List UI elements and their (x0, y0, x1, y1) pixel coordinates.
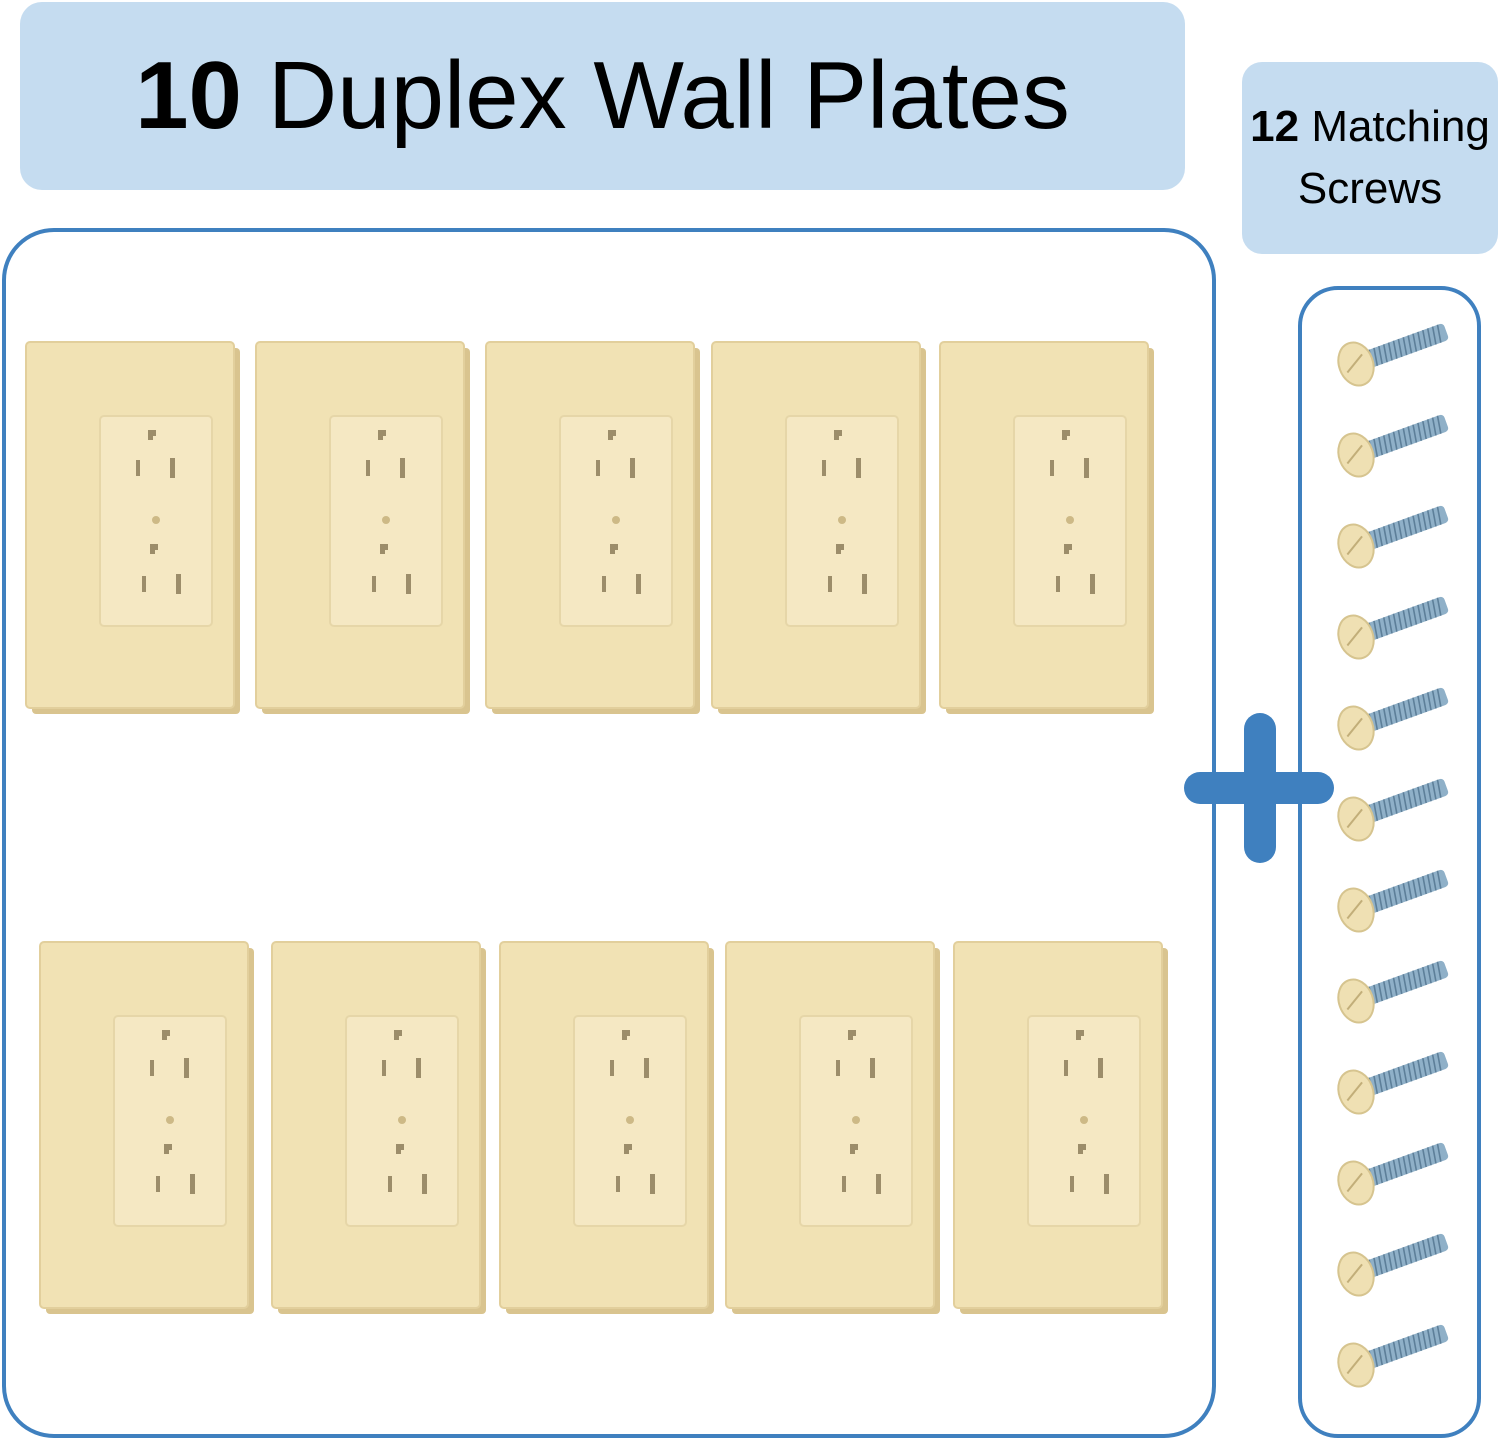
screw-icon (1337, 1142, 1449, 1206)
duplex-wall-plate-icon (25, 341, 240, 714)
title-banner: 10 Duplex Wall Plates (20, 2, 1185, 190)
screw-icon (1337, 778, 1449, 842)
duplex-wall-plate-icon (255, 341, 470, 714)
duplex-wall-plate-icon (485, 341, 700, 714)
duplex-wall-plate-icon (271, 941, 486, 1314)
screw-count: 12 (1250, 102, 1300, 152)
duplex-wall-plate-icon (953, 941, 1168, 1314)
screw-icon (1337, 960, 1449, 1024)
duplex-wall-plate-icon (499, 941, 714, 1314)
screw-icon (1337, 869, 1449, 933)
screw-icon (1337, 1233, 1449, 1297)
duplex-wall-plate-icon (711, 341, 926, 714)
plus-icon (1184, 713, 1334, 863)
duplex-wall-plate-icon (39, 941, 254, 1314)
screw-icon (1337, 323, 1449, 387)
screw-icon (1337, 1324, 1449, 1388)
screws-label-line2: Screws (1297, 164, 1443, 213)
screw-icon (1337, 414, 1449, 478)
duplex-wall-plate-icon (725, 941, 940, 1314)
screws-frame (1298, 286, 1481, 1438)
screw-icon (1337, 596, 1449, 660)
screws-label: Matching (1311, 102, 1490, 152)
screw-icon (1337, 687, 1449, 751)
screws-banner: 12 Matching Screws (1242, 62, 1498, 254)
screw-icon (1337, 505, 1449, 569)
screw-icon (1337, 1051, 1449, 1115)
plate-count: 10 (135, 42, 242, 149)
plates-frame (2, 228, 1216, 1438)
duplex-wall-plate-icon (939, 341, 1154, 714)
page-title: Duplex Wall Plates (267, 42, 1070, 149)
